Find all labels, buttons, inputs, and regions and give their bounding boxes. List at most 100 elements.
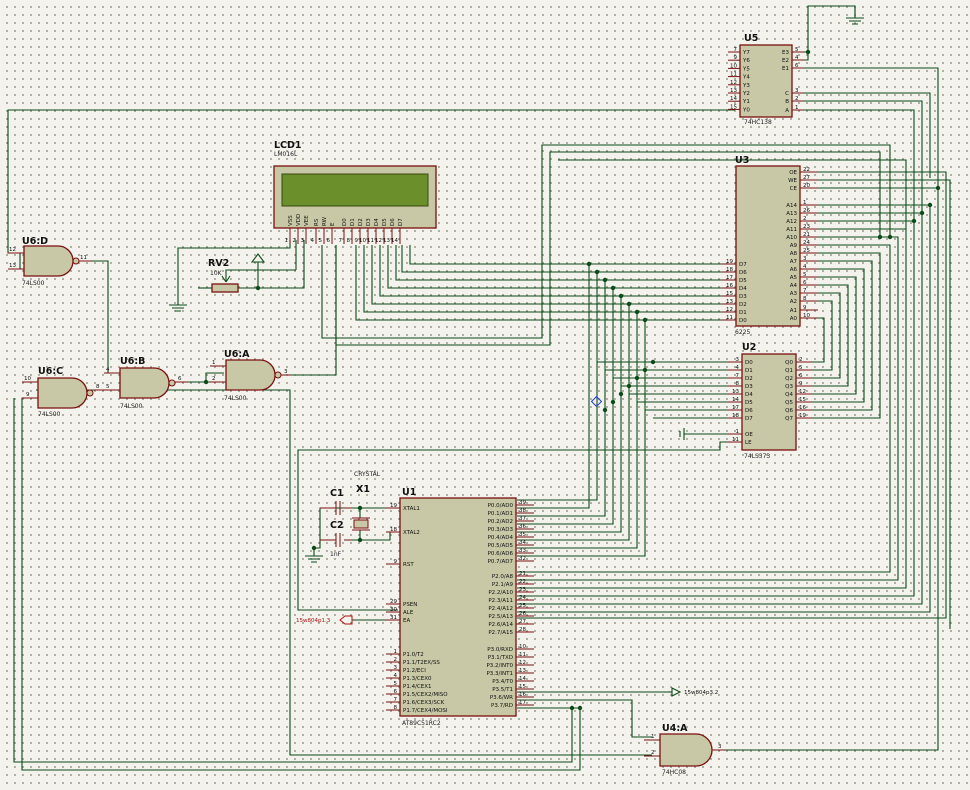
terminal-ea[interactable]: 15w804p1.3 — [296, 615, 353, 625]
lcd-pin-8[interactable]: D18 — [347, 218, 357, 244]
lcd-pin-5[interactable]: RW5 — [319, 216, 329, 244]
pin-1[interactable]: P1.0/T21 — [386, 649, 424, 658]
pin-8[interactable]: D38 — [728, 381, 753, 390]
pin-7[interactable]: Y77 — [728, 47, 750, 56]
u6b-nand[interactable]: 456 U6:B 74LS00 — [104, 356, 188, 410]
lcd-pin-4[interactable]: RS4 — [311, 218, 321, 244]
pin-2[interactable]: P1.1/T2EX/SS2 — [386, 657, 440, 666]
u4a-and[interactable]: 123 U4:A 74HC08 — [644, 723, 726, 776]
lcd-pin-7[interactable]: D07 — [339, 218, 349, 244]
pin-9[interactable]: Y69 — [728, 55, 750, 64]
c1-capacitor[interactable]: C1 — [320, 488, 352, 515]
lcd1-display[interactable]: VSS1VDD2VEE3RS4RW5E6D07D18D29D310D411D51… — [273, 140, 437, 244]
pin-7[interactable]: D27 — [728, 373, 753, 382]
lcd-pin-6[interactable]: E6 — [327, 222, 337, 244]
lcd-pin-9[interactable]: D29 — [355, 218, 365, 244]
probe-marker[interactable] — [590, 395, 603, 408]
pin-3[interactable]: D03 — [728, 357, 753, 366]
rv2-potentiometer[interactable]: RV2 10K — [208, 258, 239, 293]
